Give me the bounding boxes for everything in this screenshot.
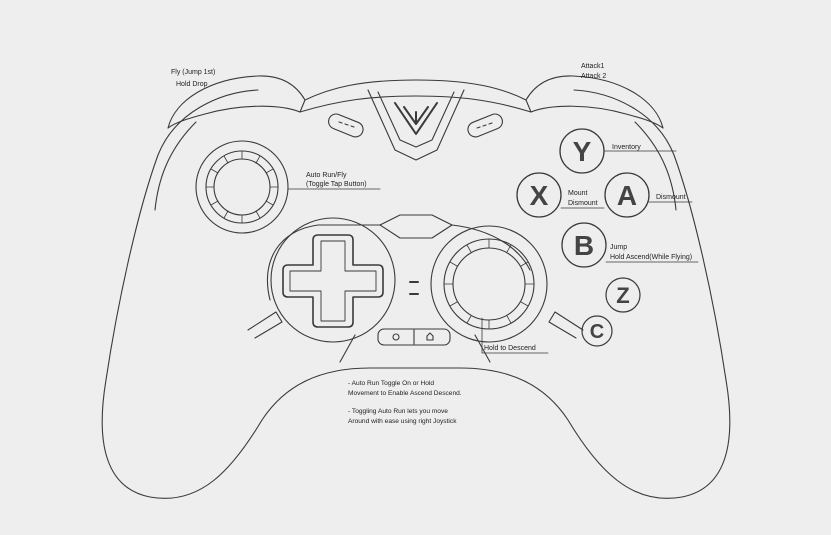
screenshot-icon[interactable] bbox=[426, 332, 434, 341]
note-line-2: Movement to Enable Ascend Descend. bbox=[348, 390, 462, 397]
center-v-panel bbox=[367, 89, 465, 161]
note-line-1: - Auto Run Toggle On or Hold bbox=[348, 380, 435, 387]
label-attack2: Attack 2 bbox=[581, 73, 607, 80]
label-hold-ascend: Hold Ascend(While Flying) bbox=[610, 254, 693, 261]
b-button[interactable] bbox=[561, 222, 607, 268]
home-screenshot-pill bbox=[377, 328, 451, 346]
label-mount-dismount: Dismount bbox=[568, 200, 598, 207]
center-v-inner bbox=[377, 91, 455, 148]
left-lower-fin bbox=[247, 311, 283, 339]
brand-logo-icon bbox=[394, 102, 438, 135]
label-mount: Mount bbox=[568, 190, 588, 197]
center-housing bbox=[266, 214, 531, 301]
left-joystick[interactable] bbox=[195, 140, 289, 234]
right-joystick[interactable] bbox=[430, 225, 548, 343]
a-button[interactable] bbox=[604, 172, 650, 218]
function-button-left[interactable] bbox=[326, 112, 365, 139]
top-shell-inner bbox=[299, 95, 532, 113]
label-inventory: Inventory bbox=[612, 144, 641, 151]
function-right-dots bbox=[476, 122, 493, 129]
note-line-4: Around with ease using right Joystick bbox=[348, 418, 457, 425]
center-housing-inner bbox=[379, 224, 453, 239]
label-attack1: Attack1 bbox=[581, 63, 605, 70]
label-hold-descend: Hold to Descend bbox=[484, 345, 536, 352]
b-button-label: B bbox=[574, 230, 594, 261]
label-fly-jump: Fly (Jump 1st) bbox=[171, 69, 216, 76]
right-lower-fin bbox=[548, 311, 584, 339]
home-icon[interactable] bbox=[392, 333, 400, 341]
c-button[interactable] bbox=[581, 315, 613, 347]
label-auto-run-2: (Toggle Tap Button) bbox=[306, 181, 367, 188]
a-button-label: A bbox=[617, 180, 637, 211]
label-auto-run-1: Auto Run/Fly bbox=[306, 172, 347, 179]
top-shell-line bbox=[304, 79, 527, 101]
z-button-label: Z bbox=[616, 283, 629, 308]
label-dismount: Dismount bbox=[656, 194, 686, 201]
label-hold-drop: Hold Drop bbox=[176, 81, 208, 88]
dpad[interactable] bbox=[270, 217, 396, 343]
controller-body-outline bbox=[101, 89, 731, 499]
note-line-3: - Toggling Auto Run lets you move bbox=[348, 408, 448, 415]
c-button-label: C bbox=[590, 321, 604, 343]
label-jump: Jump bbox=[610, 244, 628, 251]
left-grip-line bbox=[154, 121, 197, 211]
right-grip-line bbox=[634, 121, 677, 211]
right-bumper[interactable] bbox=[525, 75, 664, 129]
function-left-dots bbox=[338, 121, 355, 128]
x-button-label: X bbox=[530, 180, 549, 211]
function-button-right[interactable] bbox=[466, 112, 505, 139]
y-button-label: Y bbox=[573, 136, 592, 167]
leader-hold-descend bbox=[481, 317, 549, 354]
center-lower-line bbox=[339, 334, 491, 363]
led-indicators bbox=[409, 281, 419, 295]
z-button[interactable] bbox=[605, 277, 641, 313]
x-button[interactable] bbox=[516, 172, 562, 218]
